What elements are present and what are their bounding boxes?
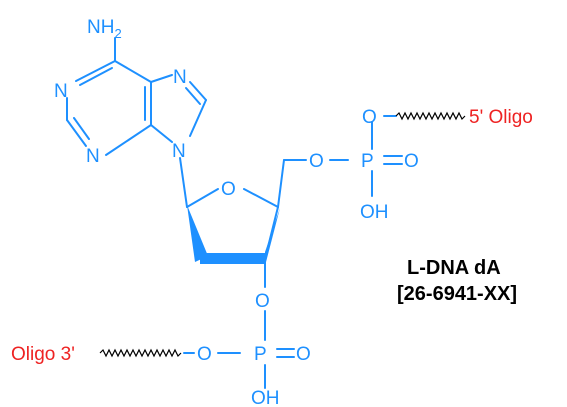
atom-o5-oh: OH — [360, 202, 389, 223]
atom-p3prime: P — [254, 344, 267, 365]
atom-n7: N — [173, 67, 187, 88]
atom-n1: N — [54, 81, 68, 102]
sugar-bonds — [186, 159, 307, 288]
bond-c2-n3-inner — [73, 117, 90, 140]
wedge-c1prime-c2prime — [187, 205, 208, 262]
atom-n3: N — [86, 146, 100, 167]
bond-n9-c1prime — [179, 157, 188, 208]
phosphate-5prime-bonds — [329, 115, 403, 197]
atom-nh2: NH2 — [87, 17, 122, 41]
bond-c1prime-o4prime — [186, 188, 219, 208]
atom-o5prime: O — [309, 151, 324, 172]
atom-o3-double: O — [296, 344, 311, 365]
catalog-number: [26-6941-XX] — [397, 283, 517, 305]
atom-o5-double: O — [404, 151, 419, 172]
bond-c6-c5 — [114, 60, 152, 83]
bond-n7-c8 — [189, 81, 207, 101]
bond-c8-n9 — [189, 99, 207, 137]
wavy-linker-3prime — [99, 348, 182, 358]
adenine-bonds — [66, 37, 207, 208]
bond-n3-c4 — [105, 124, 152, 156]
atom-o3-bridge: O — [197, 344, 212, 365]
three-prime-oligo-label: Oligo 3' — [11, 344, 75, 365]
bond-c5-n7 — [150, 74, 173, 83]
atom-o3-oh: OH — [251, 388, 280, 407]
atom-ring-o: O — [221, 179, 236, 200]
atom-labels: NH2 N N N N O O P O O OH O O P O OH — [54, 17, 419, 407]
bond-c4prime-c5prime — [277, 159, 285, 208]
bond-n7-c8-inner — [185, 87, 201, 105]
bond-c2-n3 — [66, 119, 87, 147]
bold-bond-c2prime-c3prime — [200, 253, 266, 264]
five-prime-oligo-label: 5' Oligo — [469, 107, 533, 128]
bond-c6-n1 — [75, 60, 116, 82]
bond-n9-c4 — [150, 124, 173, 143]
atom-o3prime: O — [255, 291, 270, 312]
compound-name: L-DNA dA — [407, 257, 501, 279]
bond-o4prime-c4prime — [243, 188, 279, 208]
wavy-linker-5prime — [395, 111, 466, 121]
atom-p5prime: P — [361, 151, 374, 172]
atom-o5-oligo: O — [362, 107, 377, 128]
bond-c6-n1-inner — [79, 67, 113, 86]
atom-n9: N — [172, 141, 186, 162]
wedge-c3prime-c4prime — [265, 208, 280, 266]
phosphate-3prime-bonds — [183, 310, 295, 389]
